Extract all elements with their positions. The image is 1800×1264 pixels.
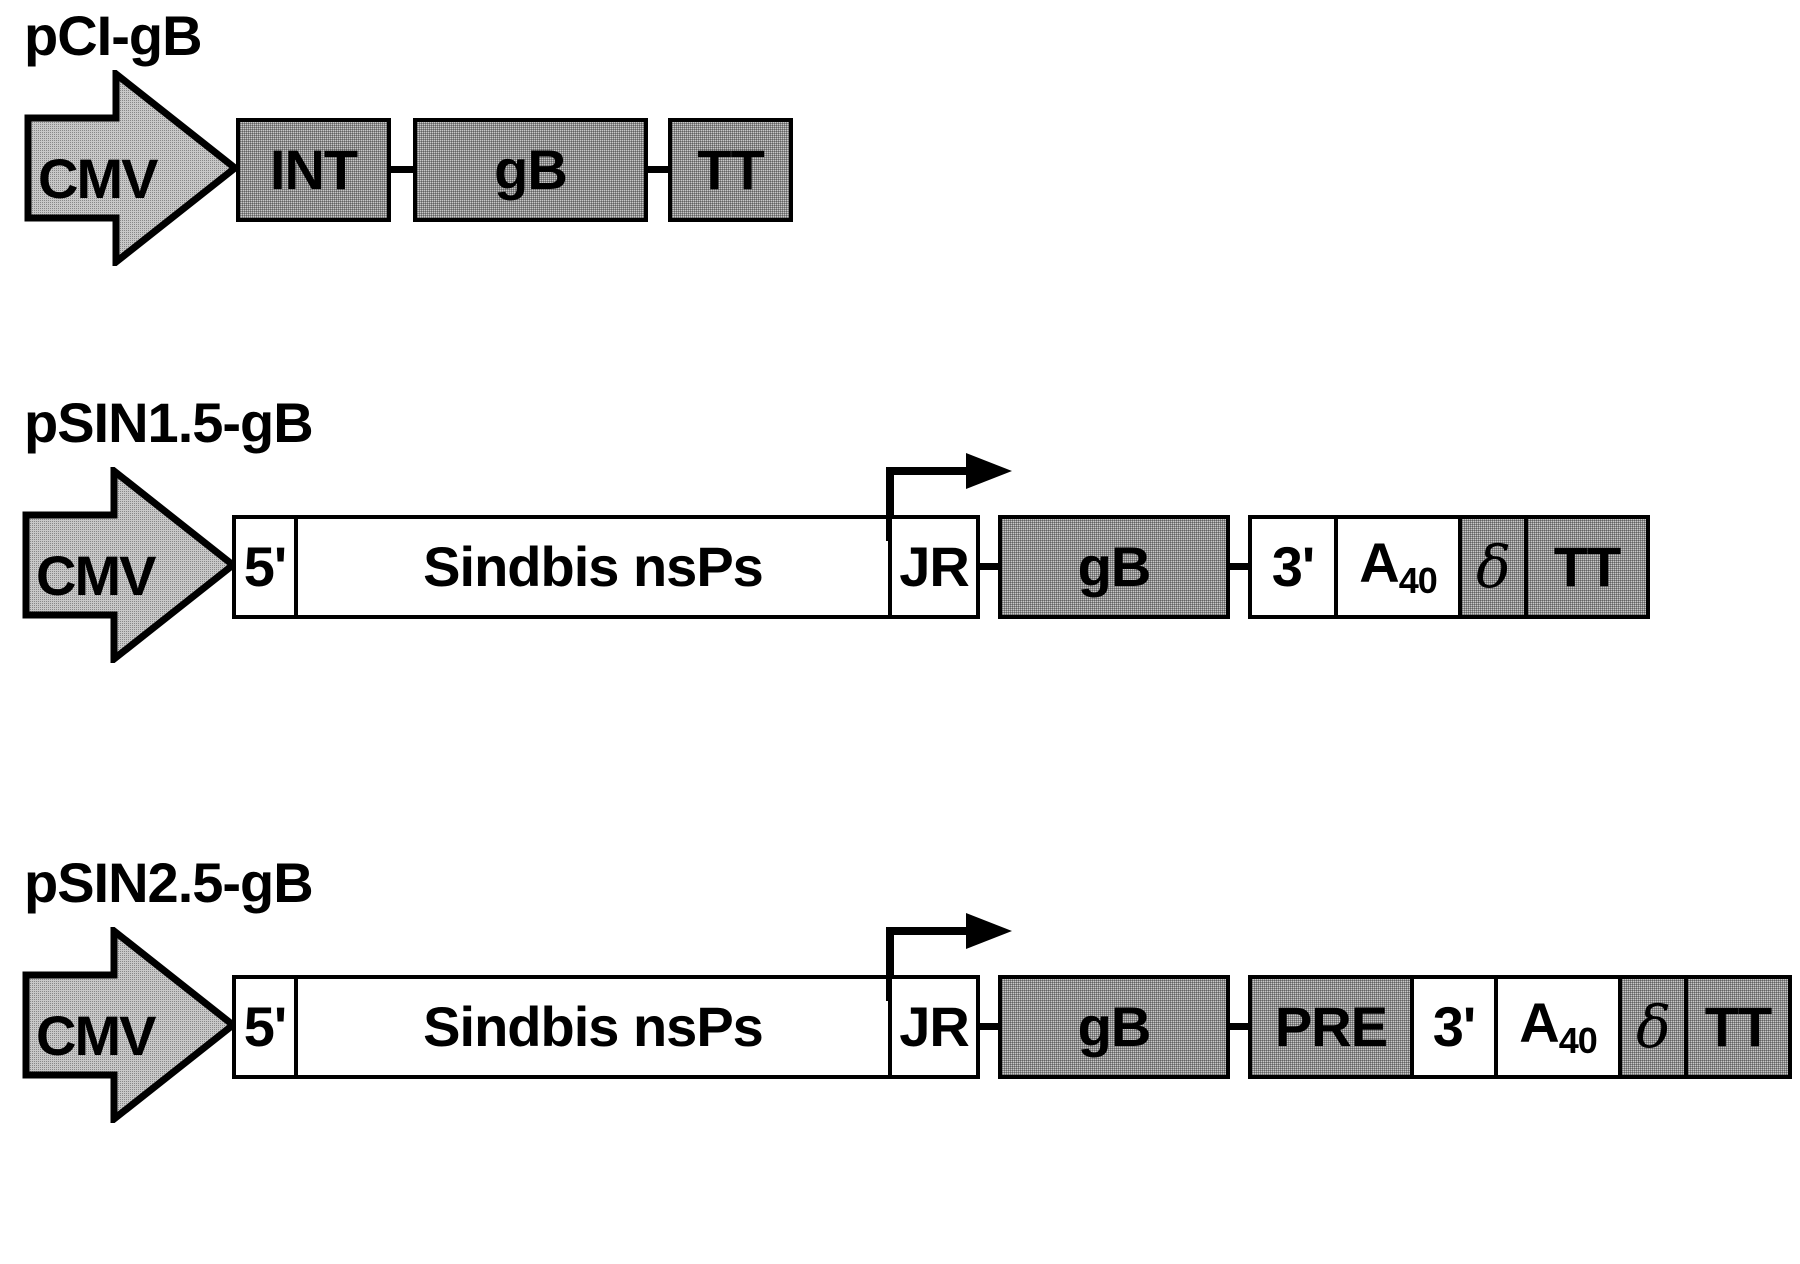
- element-5-prime-label: 5': [243, 995, 287, 1058]
- construct-map-psin25-gb: CMV 5' Sindbis nsPs JR gB PRE 3: [0, 913, 1800, 1125]
- cmv-promoter-arrow: [24, 70, 239, 266]
- element-sindbis-nsps: Sindbis nsPs: [294, 975, 892, 1079]
- element-pre-label: PRE: [1274, 995, 1388, 1058]
- element-int: INT: [236, 118, 391, 222]
- element-gb-label: gB: [494, 138, 568, 201]
- element-3-prime-label: 3': [1271, 535, 1315, 598]
- element-tt: TT: [668, 118, 793, 222]
- element-sindbis-nsps-label: Sindbis nsPs: [423, 995, 764, 1058]
- construct-map-pci-gb: CMV INT gB TT: [0, 70, 1800, 268]
- element-3-prime: 3': [1410, 975, 1498, 1079]
- element-pre: PRE: [1248, 975, 1414, 1079]
- element-gb: gB: [998, 975, 1230, 1079]
- construct-title-psin15-gb: pSIN1.5-gB: [24, 391, 314, 454]
- element-sindbis-nsps: Sindbis nsPs: [294, 515, 892, 619]
- element-jr: JR: [888, 515, 980, 619]
- element-delta-label: δ: [1636, 993, 1671, 1061]
- element-gb-label: gB: [1077, 995, 1152, 1058]
- connector-gb-tt: [648, 166, 668, 173]
- connector-jr-gb: [980, 1023, 998, 1030]
- element-tt: TT: [1524, 515, 1650, 619]
- construct-psin25-gb: pSIN2.5-gB CMV 5' Sindbis nsPs: [0, 855, 1800, 1125]
- element-jr: JR: [888, 975, 980, 1079]
- element-jr-label: JR: [899, 535, 970, 598]
- element-delta-label: δ: [1476, 533, 1511, 601]
- connector-int-gb: [391, 166, 413, 173]
- element-gb-label: gB: [1077, 535, 1152, 598]
- element-poly-a40: A40: [1494, 975, 1622, 1079]
- element-5-prime-label: 5': [243, 535, 287, 598]
- element-poly-a40-label: A40: [1519, 991, 1598, 1061]
- construct-pci-gb: pCI-gB CMV INT gB TT: [0, 8, 1800, 268]
- element-3-prime: 3': [1248, 515, 1338, 619]
- connector-jr-gb: [980, 563, 998, 570]
- element-gb: gB: [413, 118, 648, 222]
- element-poly-a40-label: A40: [1359, 531, 1438, 601]
- construct-title-pci-gb: pCI-gB: [24, 4, 203, 67]
- element-delta: δ: [1458, 515, 1528, 619]
- element-tt-label: TT: [697, 138, 764, 201]
- construct-psin15-gb: pSIN1.5-gB CMV 5' Sindbis nsPs: [0, 395, 1800, 665]
- element-int-label: INT: [269, 138, 358, 201]
- element-3-prime-label: 3': [1432, 995, 1476, 1058]
- construct-map-psin15-gb: CMV 5' Sindbis nsPs JR gB 3' A4: [0, 453, 1800, 665]
- element-5-prime: 5': [232, 515, 298, 619]
- element-gb: gB: [998, 515, 1230, 619]
- element-sindbis-nsps-label: Sindbis nsPs: [423, 535, 764, 598]
- element-tt: TT: [1684, 975, 1792, 1079]
- element-jr-label: JR: [899, 995, 970, 1058]
- construct-title-psin25-gb: pSIN2.5-gB: [24, 851, 314, 914]
- cmv-promoter-arrow: [22, 927, 237, 1123]
- cmv-promoter-arrow: [22, 467, 237, 663]
- element-tt-label: TT: [1704, 995, 1772, 1058]
- element-5-prime: 5': [232, 975, 298, 1079]
- element-poly-a40: A40: [1334, 515, 1462, 619]
- connector-gb-pre: [1230, 1023, 1248, 1030]
- connector-gb-3prime: [1230, 563, 1248, 570]
- element-tt-label: TT: [1553, 535, 1621, 598]
- element-delta: δ: [1618, 975, 1688, 1079]
